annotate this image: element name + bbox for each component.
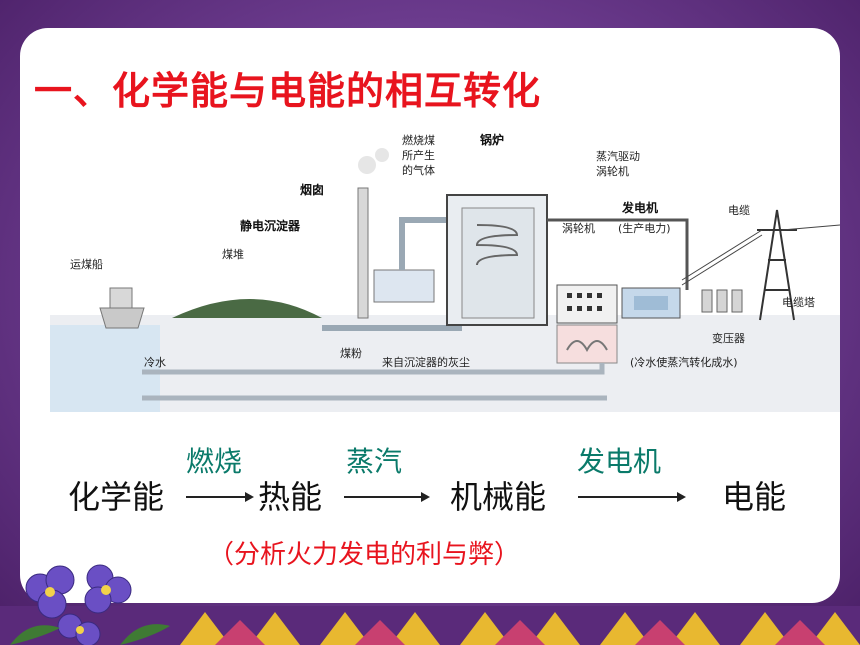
label-condense: (冷水使蒸汽转化成水) <box>630 355 738 369</box>
precipitator <box>373 269 435 303</box>
label-transformer: 变压器 <box>712 331 745 345</box>
label-flue-gas-3: 的气体 <box>402 163 435 177</box>
cables <box>681 224 840 286</box>
steam-pipe <box>547 218 689 290</box>
boiler-coil <box>475 224 519 266</box>
analysis-note: （分析火力发电的利与弊） <box>208 540 521 570</box>
condition-generator: 发电机 <box>577 445 662 478</box>
triangle-border <box>180 612 860 645</box>
energy-flow: 燃烧 蒸汽 发电机 化学能 热能 机械能 电能 <box>0 430 860 550</box>
chimney <box>357 187 369 319</box>
generator-core <box>634 296 668 310</box>
condenser <box>556 324 618 364</box>
smoke <box>358 156 376 174</box>
label-cable: 电缆 <box>728 204 750 217</box>
power-plant-diagram: 运煤船 煤堆 烟囱 静电沉淀器 燃烧煤 所产生 的气体 锅炉 蒸汽驱动 涡轮机 … <box>22 110 840 412</box>
cold-water-pipe <box>142 363 605 375</box>
label-steam-1: 蒸汽驱动 <box>596 149 640 163</box>
label-chimney: 烟囱 <box>300 182 324 197</box>
coal-pile <box>172 299 322 318</box>
label-generator: 发电机 <box>621 200 658 215</box>
term-electric-energy: 电能 <box>722 478 787 516</box>
arrow-1 <box>186 492 254 502</box>
label-turbine: 涡轮机 <box>562 221 595 235</box>
label-steam-2: 涡轮机 <box>596 164 629 178</box>
term-mechanical-energy: 机械能 <box>450 478 547 516</box>
condition-steam: 蒸汽 <box>346 445 403 478</box>
boiler-inner <box>461 207 535 319</box>
label-flue-gas-2: 所产生 <box>402 148 435 162</box>
term-heat-energy: 热能 <box>258 478 323 516</box>
label-coal-powder: 煤粉 <box>340 347 362 360</box>
condenser-coil <box>566 340 608 353</box>
label-coal-pile: 煤堆 <box>222 248 244 261</box>
coal-ship <box>99 307 145 329</box>
label-ship: 运煤船 <box>70 257 103 271</box>
triangle-border-accent <box>215 620 825 645</box>
condition-combustion: 燃烧 <box>186 445 243 478</box>
arrow-3 <box>578 492 686 502</box>
transformer <box>701 289 743 313</box>
smoke <box>375 148 389 162</box>
bottom-decoration <box>0 606 860 645</box>
label-generator-sub: (生产电力) <box>618 221 671 235</box>
slide-title: 一、化学能与电能的相互转化 <box>34 69 542 113</box>
label-ash: 来自沉淀器的灰尘 <box>382 355 470 369</box>
label-cold-water: 冷水 <box>144 356 166 369</box>
label-precipitator: 静电沉淀器 <box>240 218 301 233</box>
term-chemical-energy: 化学能 <box>68 478 165 516</box>
label-tower: 电缆塔 <box>782 296 815 309</box>
label-flue-gas-1: 燃烧煤 <box>402 133 435 147</box>
ship-cabin <box>109 287 133 309</box>
arrow-2 <box>344 492 430 502</box>
cable-tower <box>757 209 797 321</box>
label-boiler: 锅炉 <box>480 132 504 147</box>
flower-decoration <box>10 564 170 645</box>
turbine-blades <box>567 293 602 311</box>
water <box>50 325 160 412</box>
turbine <box>556 284 618 324</box>
